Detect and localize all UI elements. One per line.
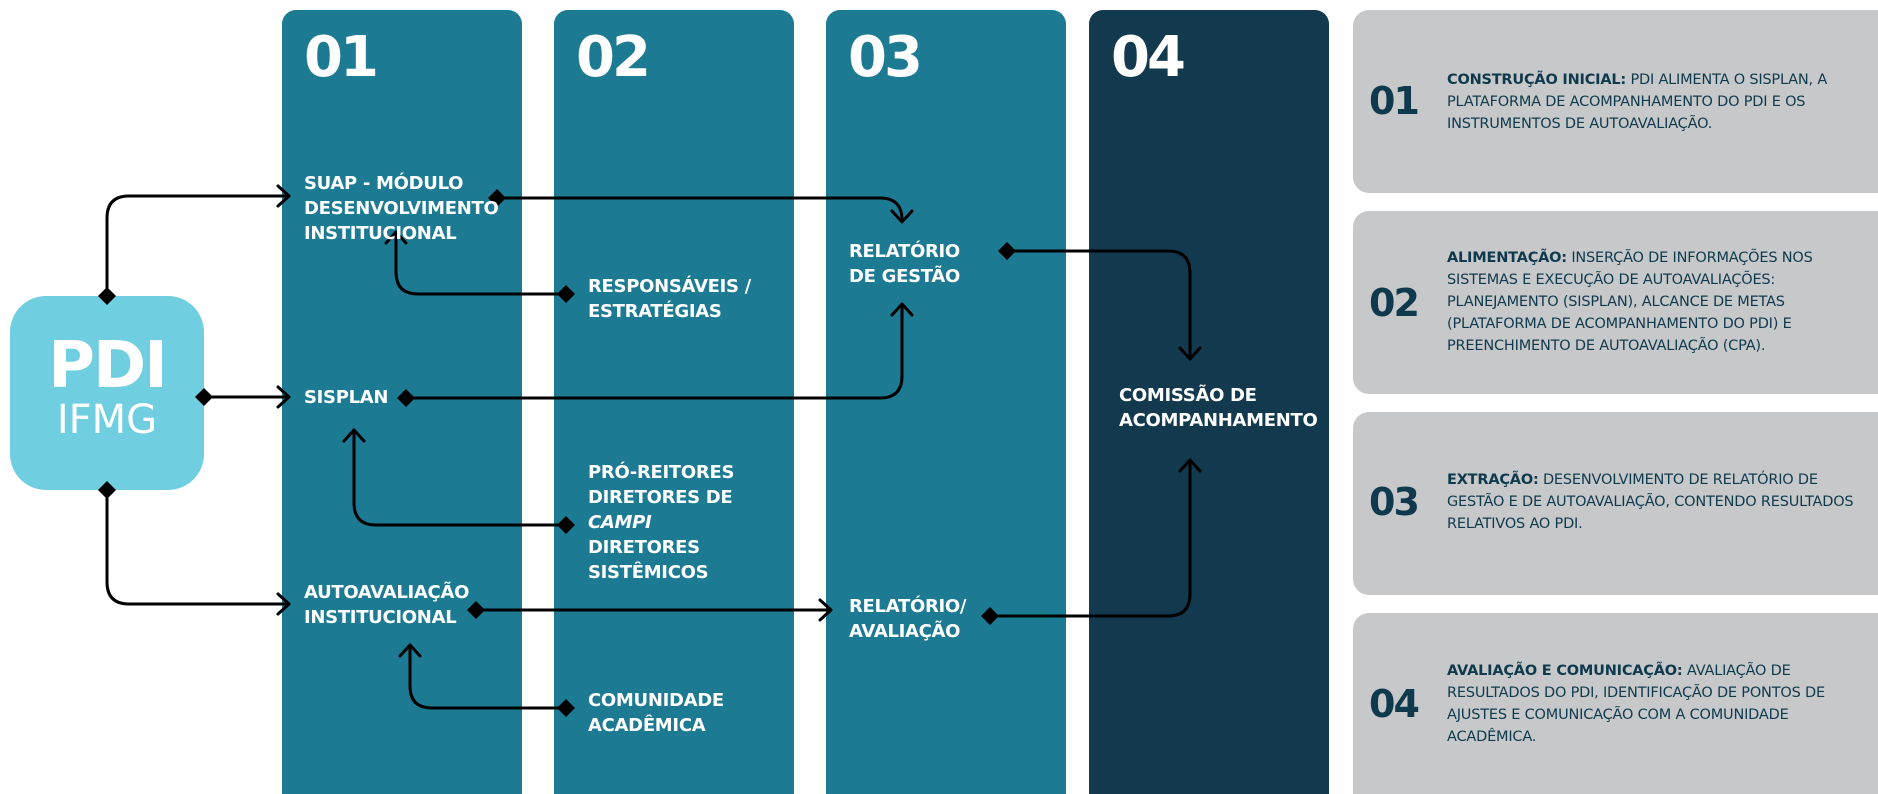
arrow-relatorio-avaliacao-to-comissao — [988, 459, 1192, 618]
pdi-title: PDI — [48, 329, 168, 403]
pdi-subtitle: IFMG — [56, 397, 158, 443]
diamond-marker — [998, 242, 1016, 260]
column-number: 03 — [848, 25, 923, 90]
node-suap: SUAP - MÓDULO DESENVOLVIMENTO INSTITUCIO… — [304, 173, 499, 244]
column-03: 03 — [826, 10, 1066, 794]
arrowhead — [276, 184, 291, 208]
column-04: 04 — [1089, 10, 1329, 794]
column-number: 04 — [1111, 25, 1186, 90]
diamond-marker — [397, 389, 415, 407]
legend-text: CONSTRUÇÃO INICIAL: PDI ALIMENTA O SISPL… — [1447, 72, 1828, 132]
arrowhead — [398, 643, 422, 658]
arrow-pdi-to-suap — [105, 194, 290, 298]
legend-text: AVALIAÇÃO E COMUNICAÇÃO: AVALIAÇÃO DE RE… — [1447, 663, 1825, 745]
arrow-relatorio-gestao-to-comissao — [1005, 249, 1192, 360]
node-pro-reitores: PRÓ-REITORES DIRETORES DE CAMPI DIRETORE… — [588, 462, 735, 583]
legend-text: ALIMENTAÇÃO: INSERÇÃO DE INFORMAÇÕES NOS… — [1447, 250, 1813, 354]
arrowhead — [1178, 346, 1202, 361]
node-autoavaliacao: AUTOAVALIAÇÃO INSTITUCIONAL — [304, 582, 470, 628]
arrow-comunidade-to-autoavaliacao — [408, 644, 568, 710]
arrowhead — [1178, 458, 1202, 473]
arrowhead — [818, 598, 833, 622]
legend-card-02: 02 ALIMENTAÇÃO: INSERÇÃO DE INFORMAÇÕES … — [1353, 211, 1878, 394]
diamond-marker — [195, 388, 213, 406]
node-comunidade: COMUNIDADE ACADÊMICA — [588, 690, 724, 736]
legend-number: 01 — [1369, 79, 1420, 123]
arrowhead — [276, 385, 291, 409]
legend-card-04: 04 AVALIAÇÃO E COMUNICAÇÃO: AVALIAÇÃO DE… — [1353, 613, 1878, 794]
arrowhead — [890, 302, 914, 317]
arrowhead — [384, 230, 408, 245]
legend-number: 02 — [1369, 281, 1420, 325]
arrow-pro-reitores-to-sisplan — [352, 428, 568, 527]
diamond-marker — [98, 287, 116, 305]
column-number: 01 — [304, 25, 379, 90]
diamond-marker — [98, 481, 116, 499]
diamond-marker — [557, 516, 575, 534]
diamond-marker — [557, 699, 575, 717]
column-number: 02 — [576, 25, 651, 90]
arrow-sisplan-to-relatorio-gestao — [404, 303, 904, 400]
diamond-marker — [467, 601, 485, 619]
arrowhead — [890, 209, 914, 224]
legend-text: EXTRAÇÃO: DESENVOLVIMENTO DE RELATÓRIO D… — [1447, 472, 1854, 532]
column-02: 02 — [554, 10, 794, 794]
node-responsaveis: RESPONSÁVEIS / ESTRATÉGIAS — [588, 276, 751, 322]
diamond-marker — [981, 607, 999, 625]
pdi-box: PDI IFMG — [10, 296, 204, 490]
diamond-marker — [557, 285, 575, 303]
node-relatorio-avaliacao: RELATÓRIO/ AVALIAÇÃO — [849, 596, 967, 642]
node-comissao: COMISSÃO DE ACOMPANHAMENTO — [1119, 385, 1318, 431]
arrow-responsaveis-to-suap — [394, 231, 568, 296]
arrow-pdi-to-autoavaliacao — [105, 488, 290, 606]
arrow-suap-to-relatorio-gestao — [495, 196, 904, 222]
diamond-marker — [488, 189, 506, 207]
node-relatorio-gestao: RELATÓRIO DE GESTÃO — [849, 241, 960, 287]
arrowhead — [276, 592, 291, 616]
legend-number: 04 — [1369, 682, 1420, 726]
arrowhead — [342, 428, 366, 443]
legend-card-03: 03 EXTRAÇÃO: DESENVOLVIMENTO DE RELATÓRI… — [1353, 412, 1878, 595]
node-sisplan: SISPLAN — [304, 387, 389, 408]
legend-number: 03 — [1369, 480, 1420, 524]
legend-card-01: 01 CONSTRUÇÃO INICIAL: PDI ALIMENTA O SI… — [1353, 10, 1878, 193]
